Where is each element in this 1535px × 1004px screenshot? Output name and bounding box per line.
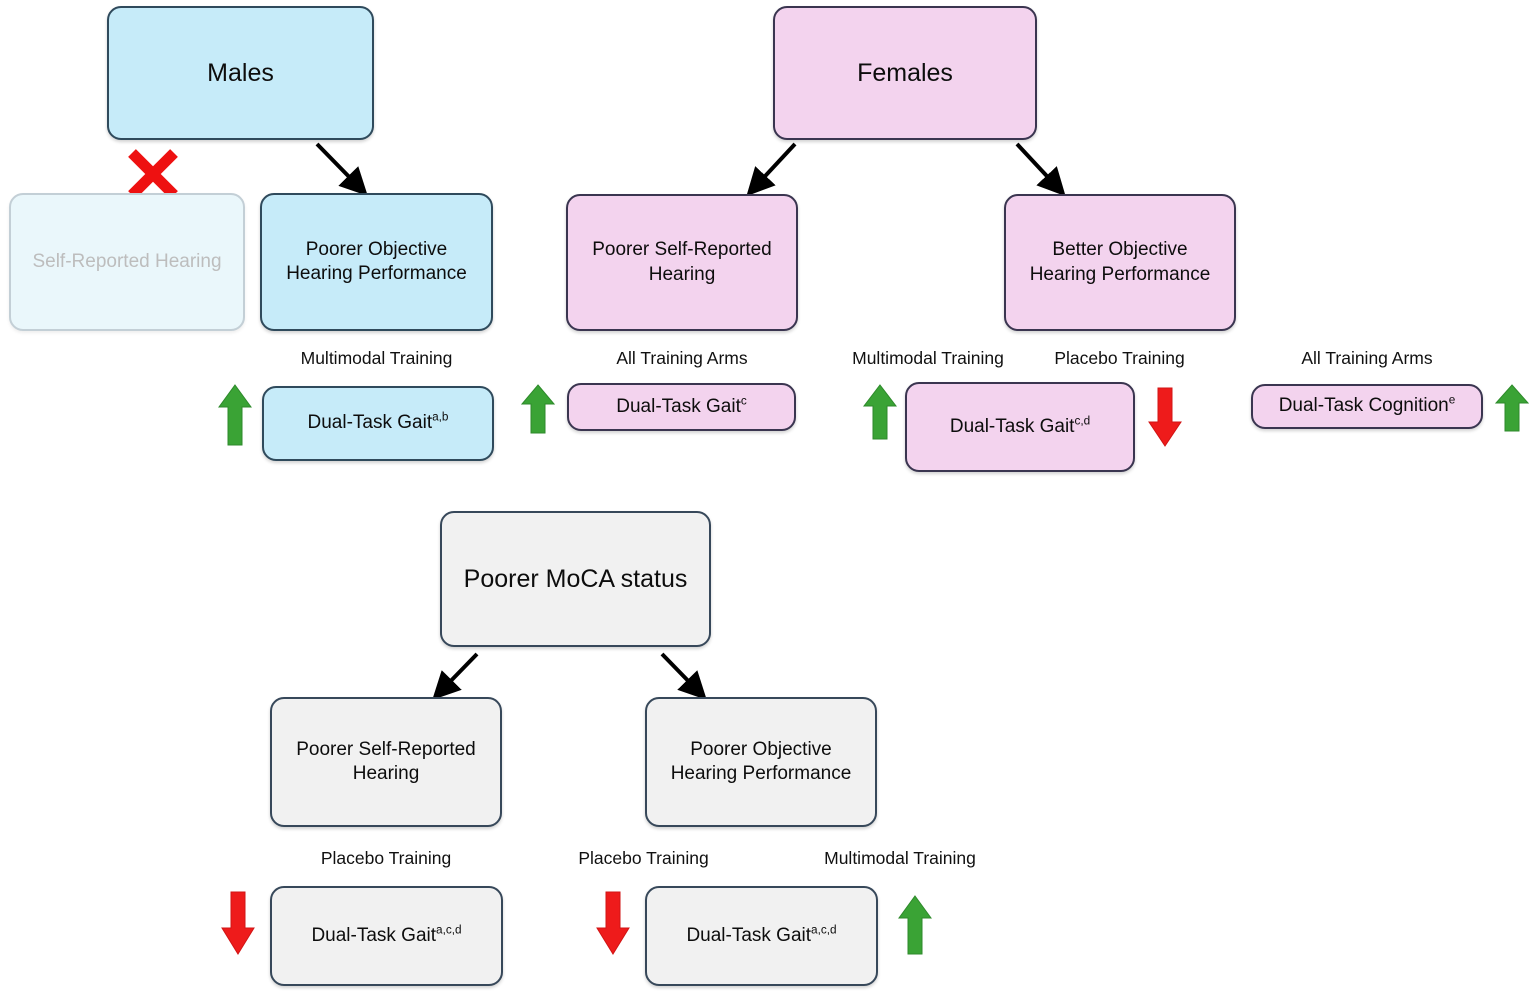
node-females-self-reported-line2: Hearing [648,263,716,285]
node-moca-objective-line1: Poorer Objective [690,738,832,760]
node-males-dual-task-gait-label: Dual-Task Gait [307,412,433,434]
cross-red-icon [128,149,178,199]
caption-females-all-training-arms-1: All Training Arms [616,348,748,368]
node-moca-gait-right-label: Dual-Task Gait [686,924,812,946]
node-moca-label: Poorer MoCA status [463,565,688,593]
node-females: Females [773,6,1037,140]
node-moca-self-reported-line2: Hearing [352,763,420,784]
node-females-poorer-self-reported-hearing: Poorer Self-Reported Hearing [566,194,798,331]
node-males-poorer-objective-line1: Poorer Objective [305,238,448,260]
node-females-better-objective-line2: Hearing Performance [1029,263,1211,285]
node-males: Males [107,6,374,140]
node-females-better-objective-hearing: Better Objective Hearing Performance [1004,194,1236,331]
caption-males-multimodal-training: Multimodal Training [300,348,453,368]
arrow-moca-to-self-reported [432,652,479,701]
arrow-females-to-objective [1015,142,1066,197]
node-females-cognition-label: Dual-Task Cognition [1278,395,1449,417]
node-females-dual-task-gait-c: Dual-Task Gaitc [567,383,796,431]
arrow-up-green-icon-males [218,384,252,446]
arrow-females-to-self-reported [746,142,797,197]
node-males-dual-task-gait: Dual-Task Gaita,b [262,386,494,461]
caption-females-placebo-training: Placebo Training [1054,348,1185,368]
node-females-dual-task-gait-cd: Dual-Task Gaitc,d [905,382,1135,472]
node-moca-poorer-self-reported-hearing: Poorer Self-Reported Hearing [270,697,502,827]
node-males-label: Males [207,59,274,87]
caption-moca-multimodal-training: Multimodal Training [824,848,976,868]
arrow-up-green-icon-females-3 [1495,384,1529,432]
node-moca-dual-task-gait-right: Dual-Task Gaita,c,d [645,886,878,986]
node-moca-self-reported-line1: Poorer Self-Reported [296,738,476,760]
node-moca-objective-line2: Hearing Performance [670,763,852,784]
node-females-dual-task-cognition: Dual-Task Cognitione [1251,384,1483,429]
arrow-down-red-icon-moca-1 [221,891,255,955]
node-poorer-moca-status: Poorer MoCA status [440,511,711,647]
node-moca-gait-left-label: Dual-Task Gait [311,924,437,946]
arrow-up-green-icon-females-2 [863,384,897,440]
footnote-cd: c,d [1074,414,1091,428]
node-females-gait-cd-label: Dual-Task Gait [949,415,1075,437]
node-females-gait-c-label: Dual-Task Gait [616,395,741,417]
footnote-acd-2: a,c,d [811,923,837,937]
footnote-e: e [1448,394,1456,408]
caption-moca-placebo-training-2: Placebo Training [578,848,709,868]
node-moca-dual-task-gait-left: Dual-Task Gaita,c,d [270,886,503,986]
footnote-acd-1: a,c,d [436,923,462,937]
arrow-up-green-icon-moca [898,895,932,955]
caption-females-multimodal-training: Multimodal Training [852,348,1004,368]
node-males-poorer-objective-hearing: Poorer Objective Hearing Performance [260,193,493,331]
node-females-self-reported-line1: Poorer Self-Reported [592,239,772,261]
node-moca-poorer-objective-hearing: Poorer Objective Hearing Performance [645,697,877,827]
footnote-ab: a,b [432,411,449,425]
node-self-reported-hearing-label: Self-Reported Hearing [32,250,222,272]
arrow-moca-to-objective [660,652,707,701]
node-females-better-objective-line1: Better Objective [1052,239,1188,261]
footnote-c: c [740,394,747,408]
arrow-down-red-icon-females [1148,387,1182,447]
arrow-up-green-icon-females-1 [521,384,555,434]
node-females-label: Females [857,59,953,87]
caption-females-all-training-arms-2: All Training Arms [1301,348,1433,368]
arrow-males-to-objective [315,142,368,197]
caption-moca-placebo-training-1: Placebo Training [320,848,452,868]
arrow-down-red-icon-moca-2 [596,891,630,955]
node-self-reported-hearing-excluded: Self-Reported Hearing [9,193,245,331]
node-males-poorer-objective-line2: Hearing Performance [286,263,467,284]
